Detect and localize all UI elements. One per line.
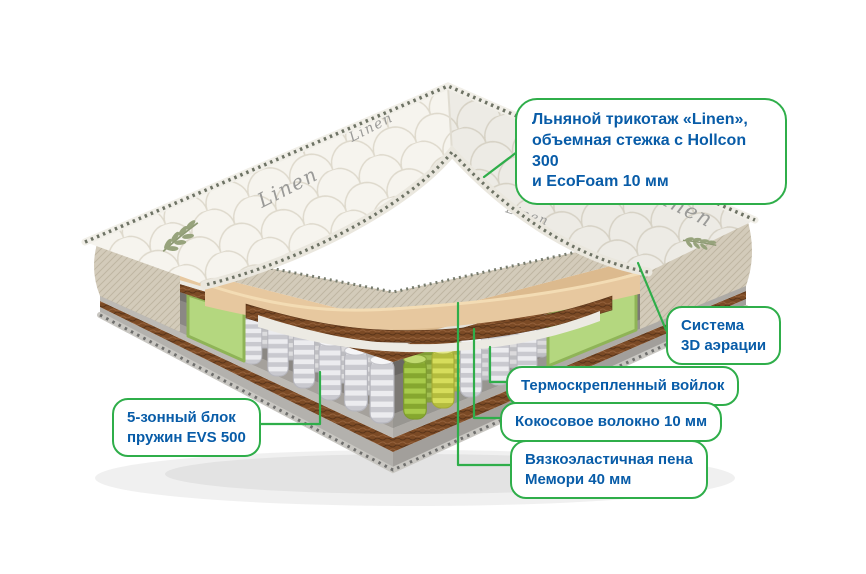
callout-cover: Льняной трикотаж «Linen», объемная стежк… <box>515 98 787 206</box>
callout-aeration: Система 3D аэрации <box>666 306 782 365</box>
memory-foam-layer <box>205 271 648 330</box>
cover-crease <box>447 85 453 153</box>
callout-springs: 5-зонный блок пружин EVS 500 <box>112 398 261 457</box>
flap-piping <box>204 149 649 287</box>
leader-springs <box>248 370 322 426</box>
leader-aeration <box>636 261 668 332</box>
memory-foam-highlight <box>204 269 649 312</box>
open-layers <box>204 269 649 353</box>
cover-fabric <box>85 86 755 285</box>
leader-cover <box>482 150 519 179</box>
callout-felt: Термоскрепленный войлок <box>506 366 740 406</box>
bottom-piping-stitch <box>99 306 747 472</box>
felt-layer-edge <box>393 286 746 438</box>
felt-layer-drape <box>258 311 600 353</box>
callout-memory: Вязкоэластичная пена Мемори 40 мм <box>510 440 708 499</box>
bottom-piping <box>97 305 749 474</box>
callout-coconut: Кокосовое волокно 10 мм <box>500 402 723 442</box>
leader-felt <box>488 345 508 384</box>
leader-coconut <box>472 327 502 420</box>
leader-lines <box>248 150 668 467</box>
leader-memory <box>456 301 512 467</box>
